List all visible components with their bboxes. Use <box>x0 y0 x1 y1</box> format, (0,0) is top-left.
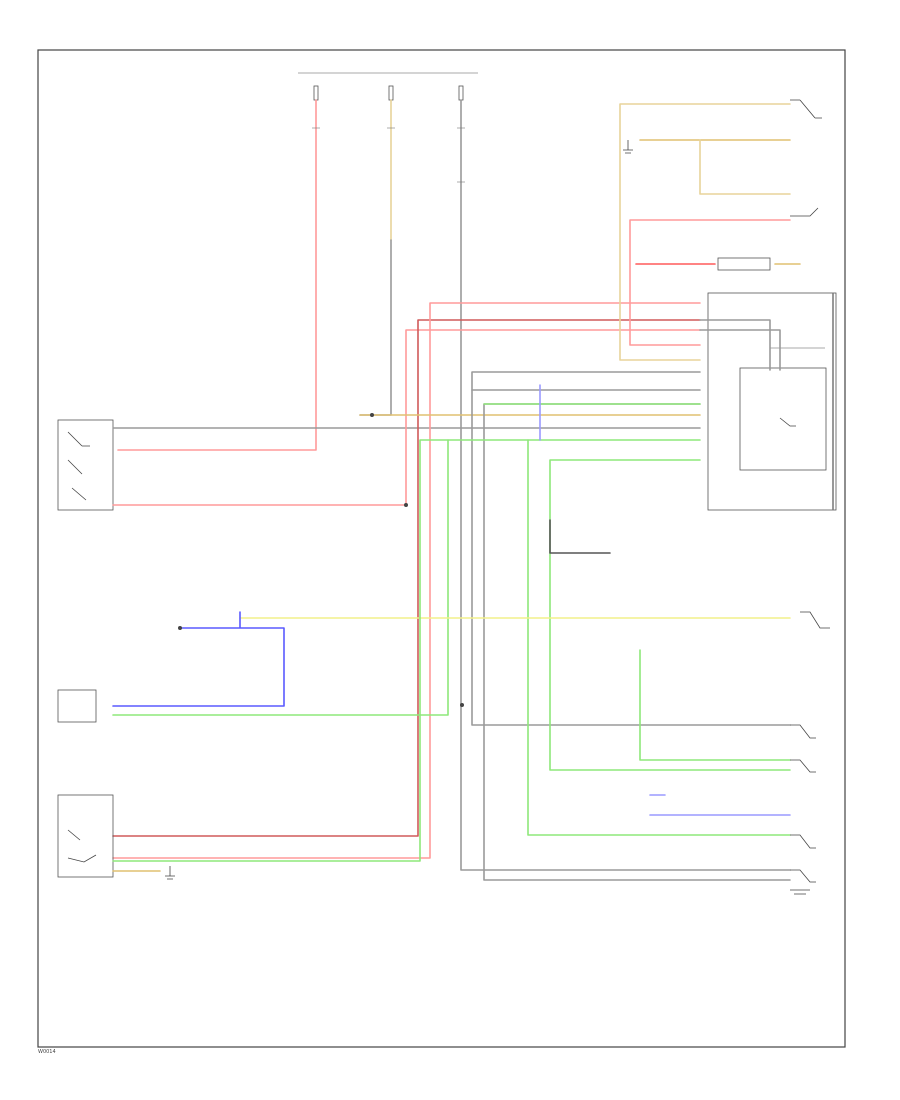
splice-icon <box>178 626 182 630</box>
wire-green-module-2 <box>112 439 701 716</box>
wire-gray-module-2 <box>699 329 781 371</box>
wire-green-module-3 <box>549 459 791 771</box>
wire-gray-feed-left <box>359 239 392 416</box>
wire-black-acc <box>549 519 611 554</box>
wire-green-ign <box>112 439 449 862</box>
connector-icon <box>312 127 465 183</box>
fuse-block-top <box>298 72 478 101</box>
wire-gray-module-1 <box>699 319 771 371</box>
switch-icon <box>790 869 816 883</box>
switch-icon <box>790 834 816 849</box>
wire-red-feed <box>117 99 317 451</box>
wire-tan-top <box>619 103 791 361</box>
engine-control-module <box>57 689 97 723</box>
splice-icon <box>370 413 464 707</box>
switch-icon <box>790 99 822 119</box>
wire-green-neutral <box>639 649 791 761</box>
fuse-icon <box>388 85 394 101</box>
wire-tan-low <box>699 139 791 195</box>
wire-gray-feed <box>460 99 791 871</box>
switch-icon <box>790 724 816 739</box>
wire-blue-accessory <box>112 611 285 707</box>
switch-icon <box>790 759 816 773</box>
fuse-icon <box>313 85 319 101</box>
fuse-icon <box>458 85 464 101</box>
wire-red-ign-bottom <box>112 319 701 837</box>
ground-icon <box>165 866 175 880</box>
ignition-switch-upper <box>57 419 114 511</box>
neutral-switch <box>800 611 830 629</box>
wire-gray-module-4 <box>483 403 791 881</box>
wire-blue-lower <box>649 794 791 816</box>
diagram-frame <box>37 49 846 1048</box>
wire-green-module-4 <box>527 439 791 836</box>
wire-red-top <box>629 219 791 346</box>
switch-icon <box>790 207 819 217</box>
figure-id: W0014 <box>38 1049 56 1055</box>
fuse-icon <box>717 257 771 271</box>
ground-icon <box>790 889 810 895</box>
wire-gray-module-3 <box>471 371 791 726</box>
ground-icon <box>623 140 633 154</box>
control-module <box>707 292 837 511</box>
ignition-switch-lower <box>57 794 114 878</box>
wire-red-pink <box>112 302 701 859</box>
wire-red-ign-lower <box>112 329 701 506</box>
